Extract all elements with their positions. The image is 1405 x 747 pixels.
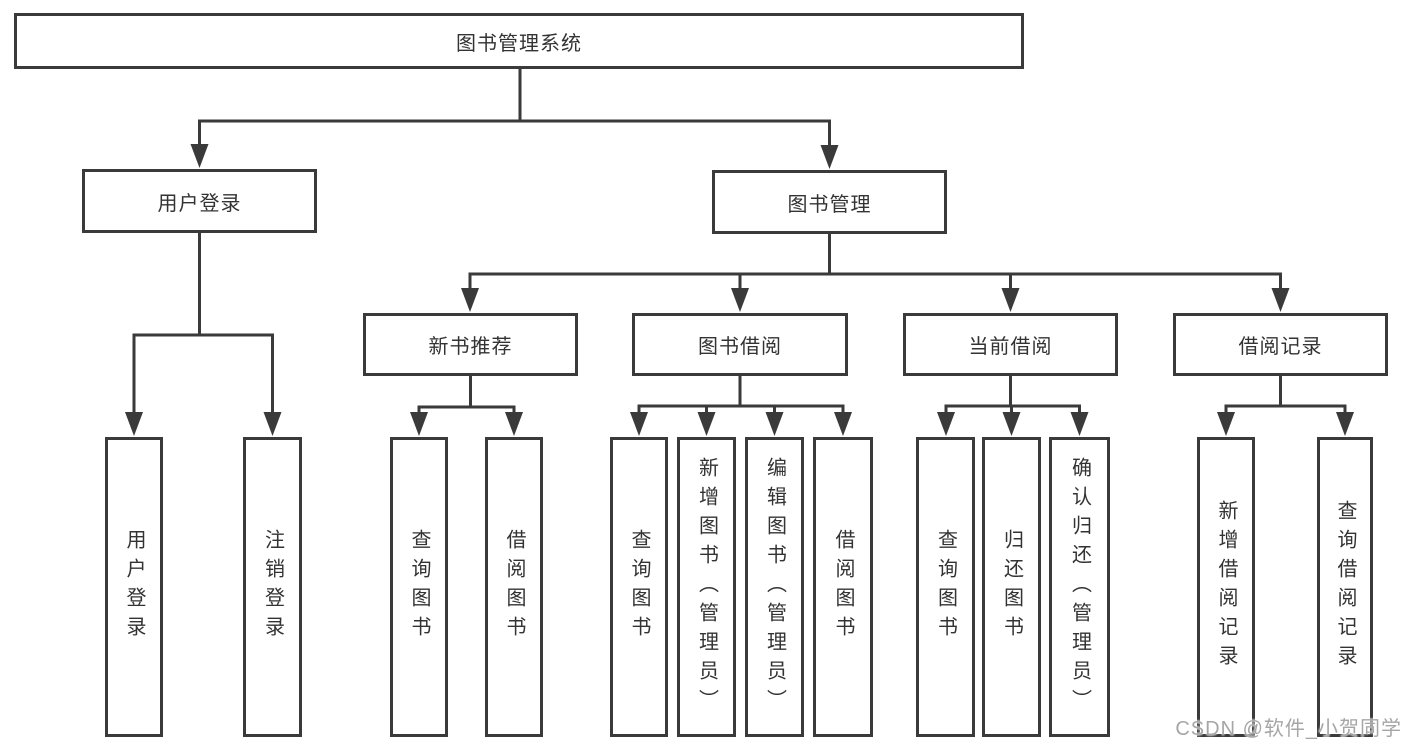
node-label: 用户登录 [157,192,242,215]
node-root: 图书管理系统 [14,13,1024,69]
node-borrow-records: 借阅记录 [1173,313,1388,376]
node-label: 确认归还（管理员） [1068,456,1091,718]
node-leaf-query-borrow-record: 查询借阅记录 [1317,437,1373,737]
node-label: 当前借阅 [968,336,1053,358]
node-leaf-edit-books-admin: 编辑图书（管理员） [745,437,804,737]
node-label: 借阅图书 [503,529,525,645]
node-leaf-add-books-admin: 新增图书（管理员） [677,437,736,737]
node-label: 新增借阅记录 [1215,500,1237,674]
node-label: 新增图书（管理员） [695,456,718,718]
node-label: 查询图书 [934,529,957,645]
node-leaf-return-books: 归还图书 [982,437,1041,737]
node-leaf-borrow-books-recommend: 借阅图书 [485,437,543,737]
node-label: 图书管理系统 [456,32,582,55]
node-leaf-query-books-recommend: 查询图书 [390,437,448,737]
node-leaf-query-books-borrow: 查询图书 [610,437,668,737]
node-leaf-logout: 注销登录 [243,437,302,737]
node-label: 查询图书 [628,529,650,645]
node-user-login: 用户登录 [82,169,317,233]
node-label: 新书推荐 [428,336,513,358]
node-leaf-query-books-current: 查询图书 [916,437,975,737]
node-label: 图书管理 [787,193,872,216]
node-label: 图书借阅 [698,336,782,358]
node-label: 借阅记录 [1238,336,1323,358]
node-leaf-confirm-return-admin: 确认归还（管理员） [1049,437,1110,737]
arrowhead-icons [125,144,1354,436]
node-book-management: 图书管理 [712,170,947,234]
node-leaf-add-borrow-record: 新增借阅记录 [1197,437,1255,737]
node-book-borrow: 图书借阅 [632,313,848,376]
node-leaf-user-login: 用户登录 [105,437,163,737]
node-leaf-borrow-books: 借阅图书 [813,437,873,737]
node-label: 注销登录 [261,529,284,645]
watermark: CSDN @软件_小贺同学 [1175,718,1402,740]
node-current-borrow: 当前借阅 [903,313,1118,376]
node-label: 编辑图书（管理员） [763,456,786,718]
node-label: 查询图书 [408,529,430,645]
node-label: 用户登录 [123,529,145,645]
node-new-book-recommend: 新书推荐 [363,313,578,376]
node-label: 查询借阅记录 [1334,500,1356,674]
node-label: 借阅图书 [832,529,854,645]
node-label: 归还图书 [1000,529,1023,645]
